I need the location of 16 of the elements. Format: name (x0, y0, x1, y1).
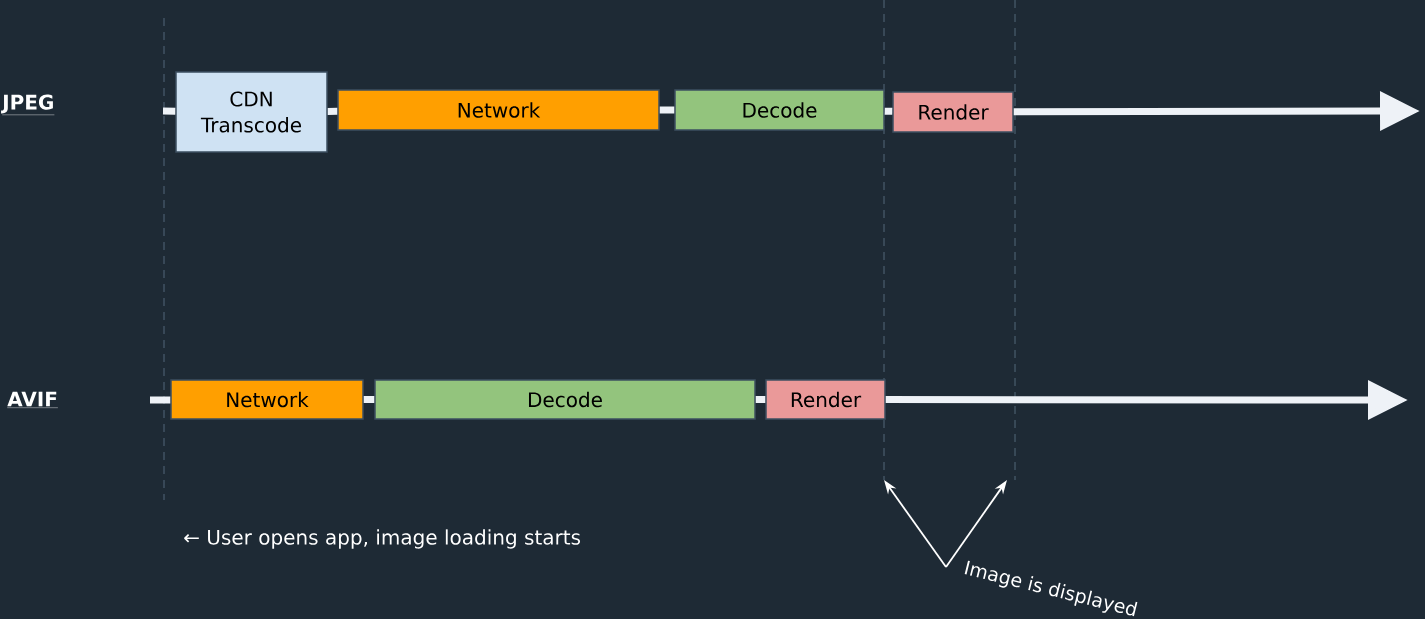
timeline-segment (755, 396, 766, 403)
render-bar: Render (765, 379, 886, 420)
timeline-segment (659, 106, 675, 114)
row-label: JPEG (1, 94, 55, 116)
timeline-segment (162, 107, 176, 115)
timeline-segment (327, 107, 338, 115)
transcode-box: CDN Transcode (175, 71, 328, 153)
timeline-segment (884, 107, 893, 115)
note-text: ← User opens app, image loading starts (184, 529, 581, 549)
timeline-segment (363, 396, 375, 403)
render-bar: Render (892, 91, 1014, 133)
decode-bar: Decode (374, 379, 756, 420)
network-bar: Network (170, 379, 364, 420)
row-label: AVIF (7, 391, 59, 408)
decode-bar: Decode (674, 89, 885, 131)
network-bar: Network (337, 89, 660, 131)
